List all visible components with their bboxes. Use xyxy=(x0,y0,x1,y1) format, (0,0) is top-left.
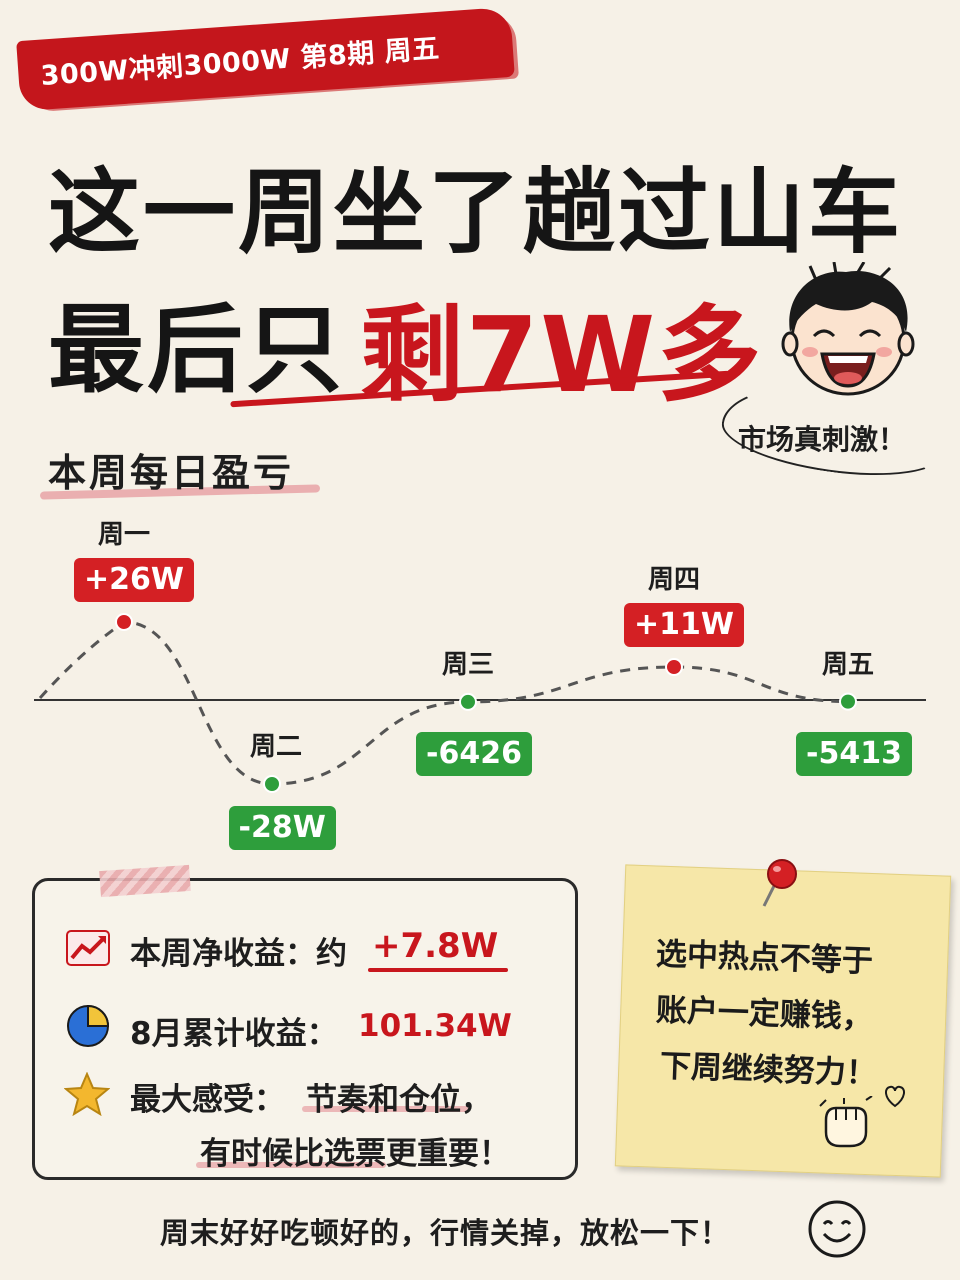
section-title: 本周每日盈亏 xyxy=(48,451,295,495)
footer-message: 周末好好吃顿好的，行情关掉，放松一下！ xyxy=(160,1216,731,1250)
headline-line2-emphasis: 剩7W多 xyxy=(360,294,764,416)
weekly-net-underline xyxy=(368,968,508,972)
biggest-feeling-label: 最大感受： xyxy=(130,1082,285,1118)
summary-box xyxy=(32,878,578,1180)
biggest-feeling-value: 节奏和仓位， xyxy=(306,1082,492,1118)
day-label-2: 周二 xyxy=(250,732,303,762)
day-label-4: 周四 xyxy=(648,565,701,595)
feeling-highlight xyxy=(302,1106,470,1112)
weekly-net-label: 本周净收益：约 xyxy=(130,936,347,972)
feeling-line2-highlight xyxy=(196,1162,386,1168)
heart-icon xyxy=(885,1085,905,1108)
value-badge-2: -28W xyxy=(228,806,336,850)
value-badge-5: -5413 xyxy=(796,731,912,776)
data-point-1 xyxy=(115,613,133,631)
speech-bubble-text: 市场真刺激！ xyxy=(738,423,907,456)
august-total-label: 8月累计收益： xyxy=(130,1016,338,1052)
day-label-3: 周三 xyxy=(442,649,495,680)
note-line3: 下周继续努力！ xyxy=(659,1048,878,1092)
note-line1: 选中热点不等于 xyxy=(655,936,874,980)
push-pin-icon xyxy=(762,859,797,907)
data-point-3 xyxy=(459,692,477,711)
august-total-value: 101.34W xyxy=(358,1008,512,1044)
value-badge-4: +11W xyxy=(624,603,744,647)
laughing-boy-illustration xyxy=(781,262,915,396)
smiley-icon xyxy=(808,1200,866,1258)
biggest-feeling-line2: 有时候比选票更重要！ xyxy=(200,1136,510,1172)
day-label-1: 周一 xyxy=(98,520,151,550)
day-label-5: 周五 xyxy=(822,649,875,680)
data-point-5 xyxy=(839,692,857,711)
trend-up-icon xyxy=(66,930,110,966)
weekly-net-value: +7.8W xyxy=(372,926,499,966)
note-line2: 账户一定赚钱， xyxy=(655,992,874,1036)
star-icon xyxy=(64,1072,110,1116)
daily-pnl-chart xyxy=(34,613,926,793)
value-badge-1: +26W xyxy=(74,558,194,602)
data-point-2 xyxy=(263,775,281,793)
fist-icon xyxy=(819,1096,873,1148)
pie-chart-icon xyxy=(67,1004,110,1047)
value-badge-3: -6426 xyxy=(416,731,532,776)
data-point-4 xyxy=(665,658,683,676)
headline-line2-prefix: 最后只 xyxy=(48,294,345,406)
headline-line1: 这一周坐了趟过山车 xyxy=(48,159,904,266)
pnl-trend-line xyxy=(38,620,849,786)
